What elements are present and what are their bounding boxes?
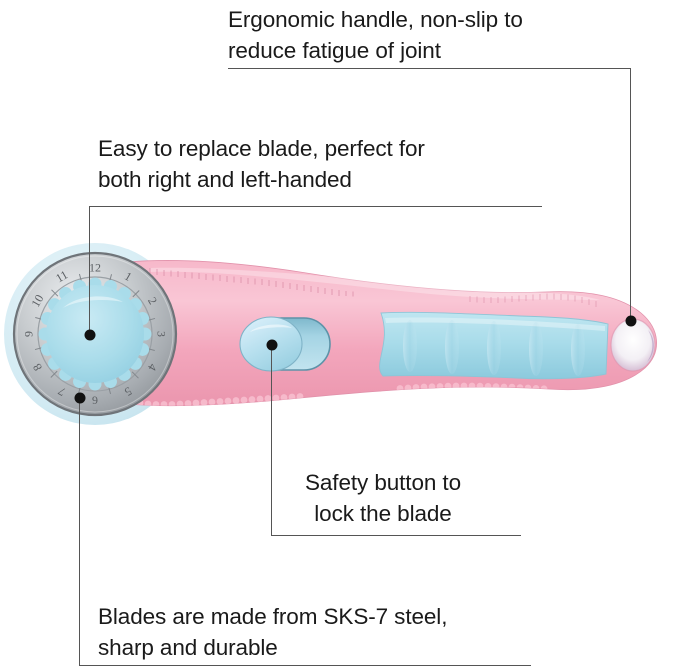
hanging-hole [611, 319, 655, 371]
handle-grip-panel [379, 311, 609, 380]
callout-ergonomic-handle-underline [228, 68, 631, 69]
callout-replace-blade-leader [89, 206, 90, 334]
callout-safety-button-dot [266, 339, 278, 351]
callout-blade-steel-text: Blades are made from SKS-7 steel, sharp … [98, 604, 448, 660]
callout-replace-blade-underline [89, 206, 542, 207]
callout-ergonomic-handle-leader [630, 68, 631, 320]
callout-replace-blade-text: Easy to replace blade, perfect for both … [98, 136, 425, 192]
callout-safety-button-leader [271, 345, 272, 535]
callout-safety-button-underline [271, 535, 521, 536]
callout-safety-button-text: Safety button to lock the blade [304, 470, 461, 526]
grip-ridges [403, 320, 585, 376]
callout-replace-blade-dot [84, 329, 96, 341]
callout-blade-steel-underline [79, 665, 531, 666]
callout-ergonomic-handle-dot [625, 315, 637, 327]
safety-button-slider[interactable] [239, 316, 331, 372]
callout-blade-steel-dot [74, 392, 86, 404]
callout-ergonomic-handle-text: Ergonomic handle, non-slip to reduce fat… [228, 7, 523, 63]
callout-blade-steel-leader [79, 397, 80, 665]
dial-number: 12 [89, 260, 101, 275]
